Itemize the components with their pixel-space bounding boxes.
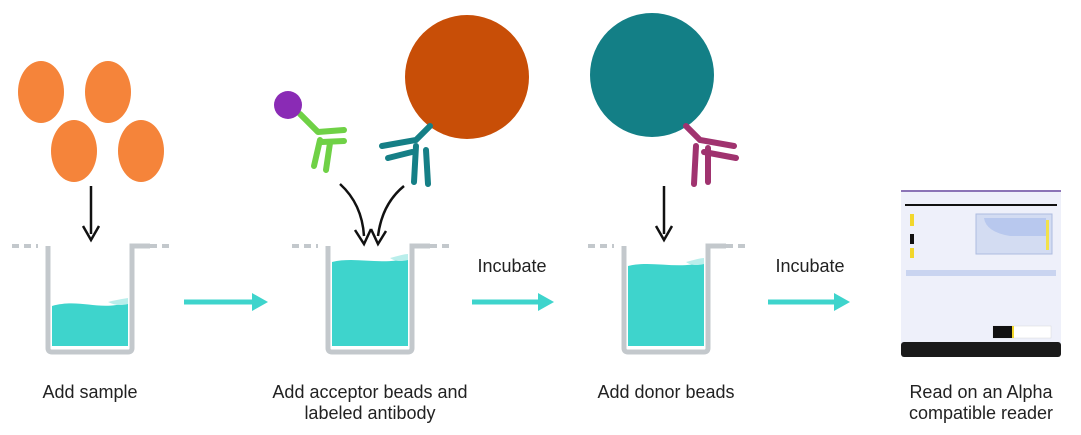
plate-reader <box>901 190 1061 357</box>
indicator-light <box>910 234 914 244</box>
step-caption-read: Read on an Alpha compatible reader <box>891 382 1071 424</box>
reader-body <box>901 190 1061 346</box>
converging-arrows <box>339 183 405 247</box>
liquid-highlight <box>108 298 128 306</box>
label-dot <box>274 91 302 119</box>
step-caption-add-donor: Add donor beads <box>576 382 756 403</box>
liquid-highlight <box>686 258 704 266</box>
down-arrow <box>654 186 674 243</box>
flow-arrow <box>472 293 554 311</box>
well-2 <box>292 243 452 355</box>
arrow-label-incubate: Incubate <box>477 256 547 276</box>
acceptor-antibody <box>379 123 433 187</box>
caption-line: labeled antibody <box>304 403 436 423</box>
sample-cell <box>118 120 164 182</box>
flow-arrow <box>184 293 268 311</box>
step-caption-add-sample: Add sample <box>10 382 170 403</box>
arrow-label-incubate: Incubate <box>775 256 845 276</box>
reader-base <box>901 342 1061 357</box>
liquid <box>628 262 704 346</box>
indicator-light <box>910 214 914 226</box>
caption-line: Read on an Alpha <box>909 382 1053 402</box>
step-caption-add-acceptor: Add acceptor beads and labeled antibody <box>250 382 490 424</box>
caption-line: Add donor beads <box>597 382 735 402</box>
caption-line: compatible reader <box>908 403 1054 423</box>
sample-cells <box>18 61 164 182</box>
sample-cell <box>85 61 131 123</box>
liquid <box>332 258 408 346</box>
sample-cell <box>18 61 64 123</box>
liquid-highlight <box>390 254 408 262</box>
indicator-light <box>1046 220 1049 250</box>
donor-bead <box>590 13 714 137</box>
plate-tray <box>906 270 1056 276</box>
acceptor-bead <box>405 15 529 139</box>
caption-line: Add sample <box>42 382 138 402</box>
caption-line: Add acceptor beads and <box>272 382 468 402</box>
well-1 <box>12 243 172 355</box>
liquid <box>52 302 128 346</box>
indicator-light <box>910 248 914 258</box>
flow-arrow <box>768 293 850 311</box>
cup <box>45 243 150 355</box>
down-arrow <box>81 186 101 243</box>
labeled-antibody <box>274 91 347 173</box>
sample-cell <box>51 120 97 182</box>
well-3 <box>588 243 748 355</box>
donor-antibody <box>683 123 739 187</box>
